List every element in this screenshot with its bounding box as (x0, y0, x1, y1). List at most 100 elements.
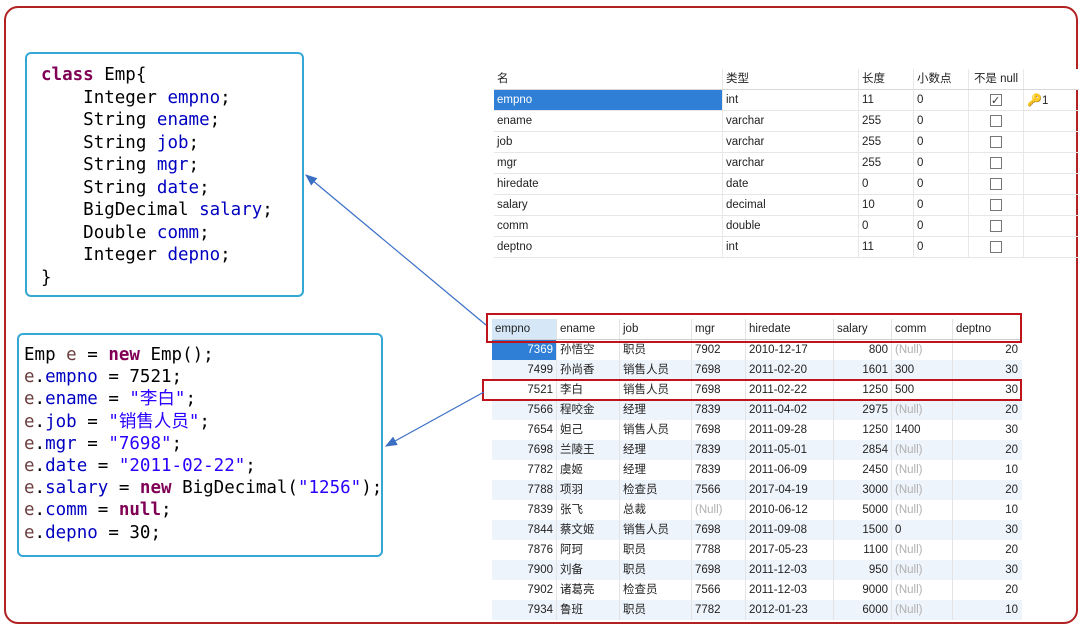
object-decl-line: Emp e = new Emp(); (24, 344, 381, 366)
data-cell: (Null) (892, 600, 953, 620)
data-cell: 总裁 (620, 500, 692, 520)
var-token: e (66, 345, 77, 365)
assignment-line: e.comm = null; (24, 500, 172, 521)
data-cell: 30 (1005, 424, 1018, 436)
field-line: Integer depno; (83, 245, 231, 265)
data-cell: 7839 (692, 440, 746, 460)
data-cell: 9000 (834, 580, 892, 600)
data-cell: 7566 (692, 480, 746, 500)
class-code-box: class Emp{ Integer empno; String ename; … (25, 52, 304, 297)
schema-field-type: int (723, 90, 859, 110)
field-type: String (83, 177, 147, 198)
data-cell: 7698 (492, 440, 557, 460)
data-cell: 孙悟空 (557, 340, 620, 360)
data-cell: (Null) (892, 480, 953, 500)
assignment-line: e.empno = 7521; (24, 367, 183, 388)
assignment-line: e.date = "2011-02-22"; (24, 456, 256, 477)
field-token: comm (45, 500, 88, 521)
field-token: depno (45, 522, 98, 543)
data-header-cell: mgr (692, 319, 746, 339)
data-cell: 7844 (492, 520, 557, 540)
data-cell: 7566 (692, 580, 746, 600)
data-header-cell: hiredate (746, 319, 834, 339)
var-token: e (24, 522, 35, 543)
class-keyword: class (41, 65, 94, 85)
schema-not-null-cell (969, 174, 1024, 194)
data-cell: 2011-12-03 (746, 580, 834, 600)
data-cell: 销售人员 (620, 360, 692, 380)
data-cell: 职员 (620, 540, 692, 560)
not-null-checkbox[interactable] (990, 198, 1002, 211)
schema-not-null-cell (969, 111, 1024, 131)
data-cell: 7521 (492, 380, 557, 400)
data-cell: 7698 (692, 380, 746, 400)
data-header-cell: job (620, 319, 692, 339)
not-null-checkbox[interactable] (990, 240, 1002, 253)
not-null-checkbox[interactable] (990, 91, 1002, 110)
data-cell: 经理 (620, 440, 692, 460)
data-cell: 950 (834, 560, 892, 580)
field-line: String date; (83, 177, 210, 198)
schema-field-length: 0 (859, 216, 914, 236)
data-cell: 1601 (834, 360, 892, 380)
data-cell: 7900 (492, 560, 557, 580)
header-highlight-box (486, 313, 1022, 343)
data-cell: 7782 (692, 600, 746, 620)
data-cell: 经理 (620, 400, 692, 420)
data-cell: 500 (892, 380, 953, 400)
data-cell: 7876 (492, 540, 557, 560)
data-cell: 职员 (620, 600, 692, 620)
data-cell: 7902 (692, 340, 746, 360)
value-token: "7698" (108, 433, 172, 454)
data-cell: 程咬金 (557, 400, 620, 420)
schema-field-decimal: 0 (914, 153, 969, 173)
data-cell: 2011-02-20 (746, 360, 834, 380)
field-line: String ename; (83, 110, 221, 130)
not-null-checkbox[interactable] (990, 177, 1002, 190)
value-token: "销售人员" (108, 411, 200, 432)
data-cell: 30 (1005, 384, 1018, 396)
data-cell: 7782 (492, 460, 557, 480)
field-name: job (156, 132, 189, 153)
schema-header-cell: 小数点 (914, 69, 969, 89)
assignment-line: e.job = "销售人员"; (24, 411, 210, 432)
not-null-checkbox[interactable] (990, 114, 1002, 127)
data-cell: 3000 (834, 480, 892, 500)
schema-not-null-cell (969, 90, 1024, 110)
var-token: e (24, 433, 35, 454)
schema-field-name: hiredate (494, 174, 723, 194)
ctor-token: Emp(); (139, 345, 214, 365)
data-cell: 20 (1005, 484, 1018, 496)
data-cell: 7788 (692, 540, 746, 560)
not-null-checkbox[interactable] (990, 156, 1002, 169)
not-null-checkbox[interactable] (990, 135, 1002, 148)
schema-field-decimal: 0 (914, 216, 969, 236)
schema-key-cell: 🔑1 (1024, 90, 1079, 110)
not-null-checkbox[interactable] (990, 219, 1002, 232)
data-cell: 2011-09-28 (746, 420, 834, 440)
data-cell: 职员 (620, 340, 692, 360)
